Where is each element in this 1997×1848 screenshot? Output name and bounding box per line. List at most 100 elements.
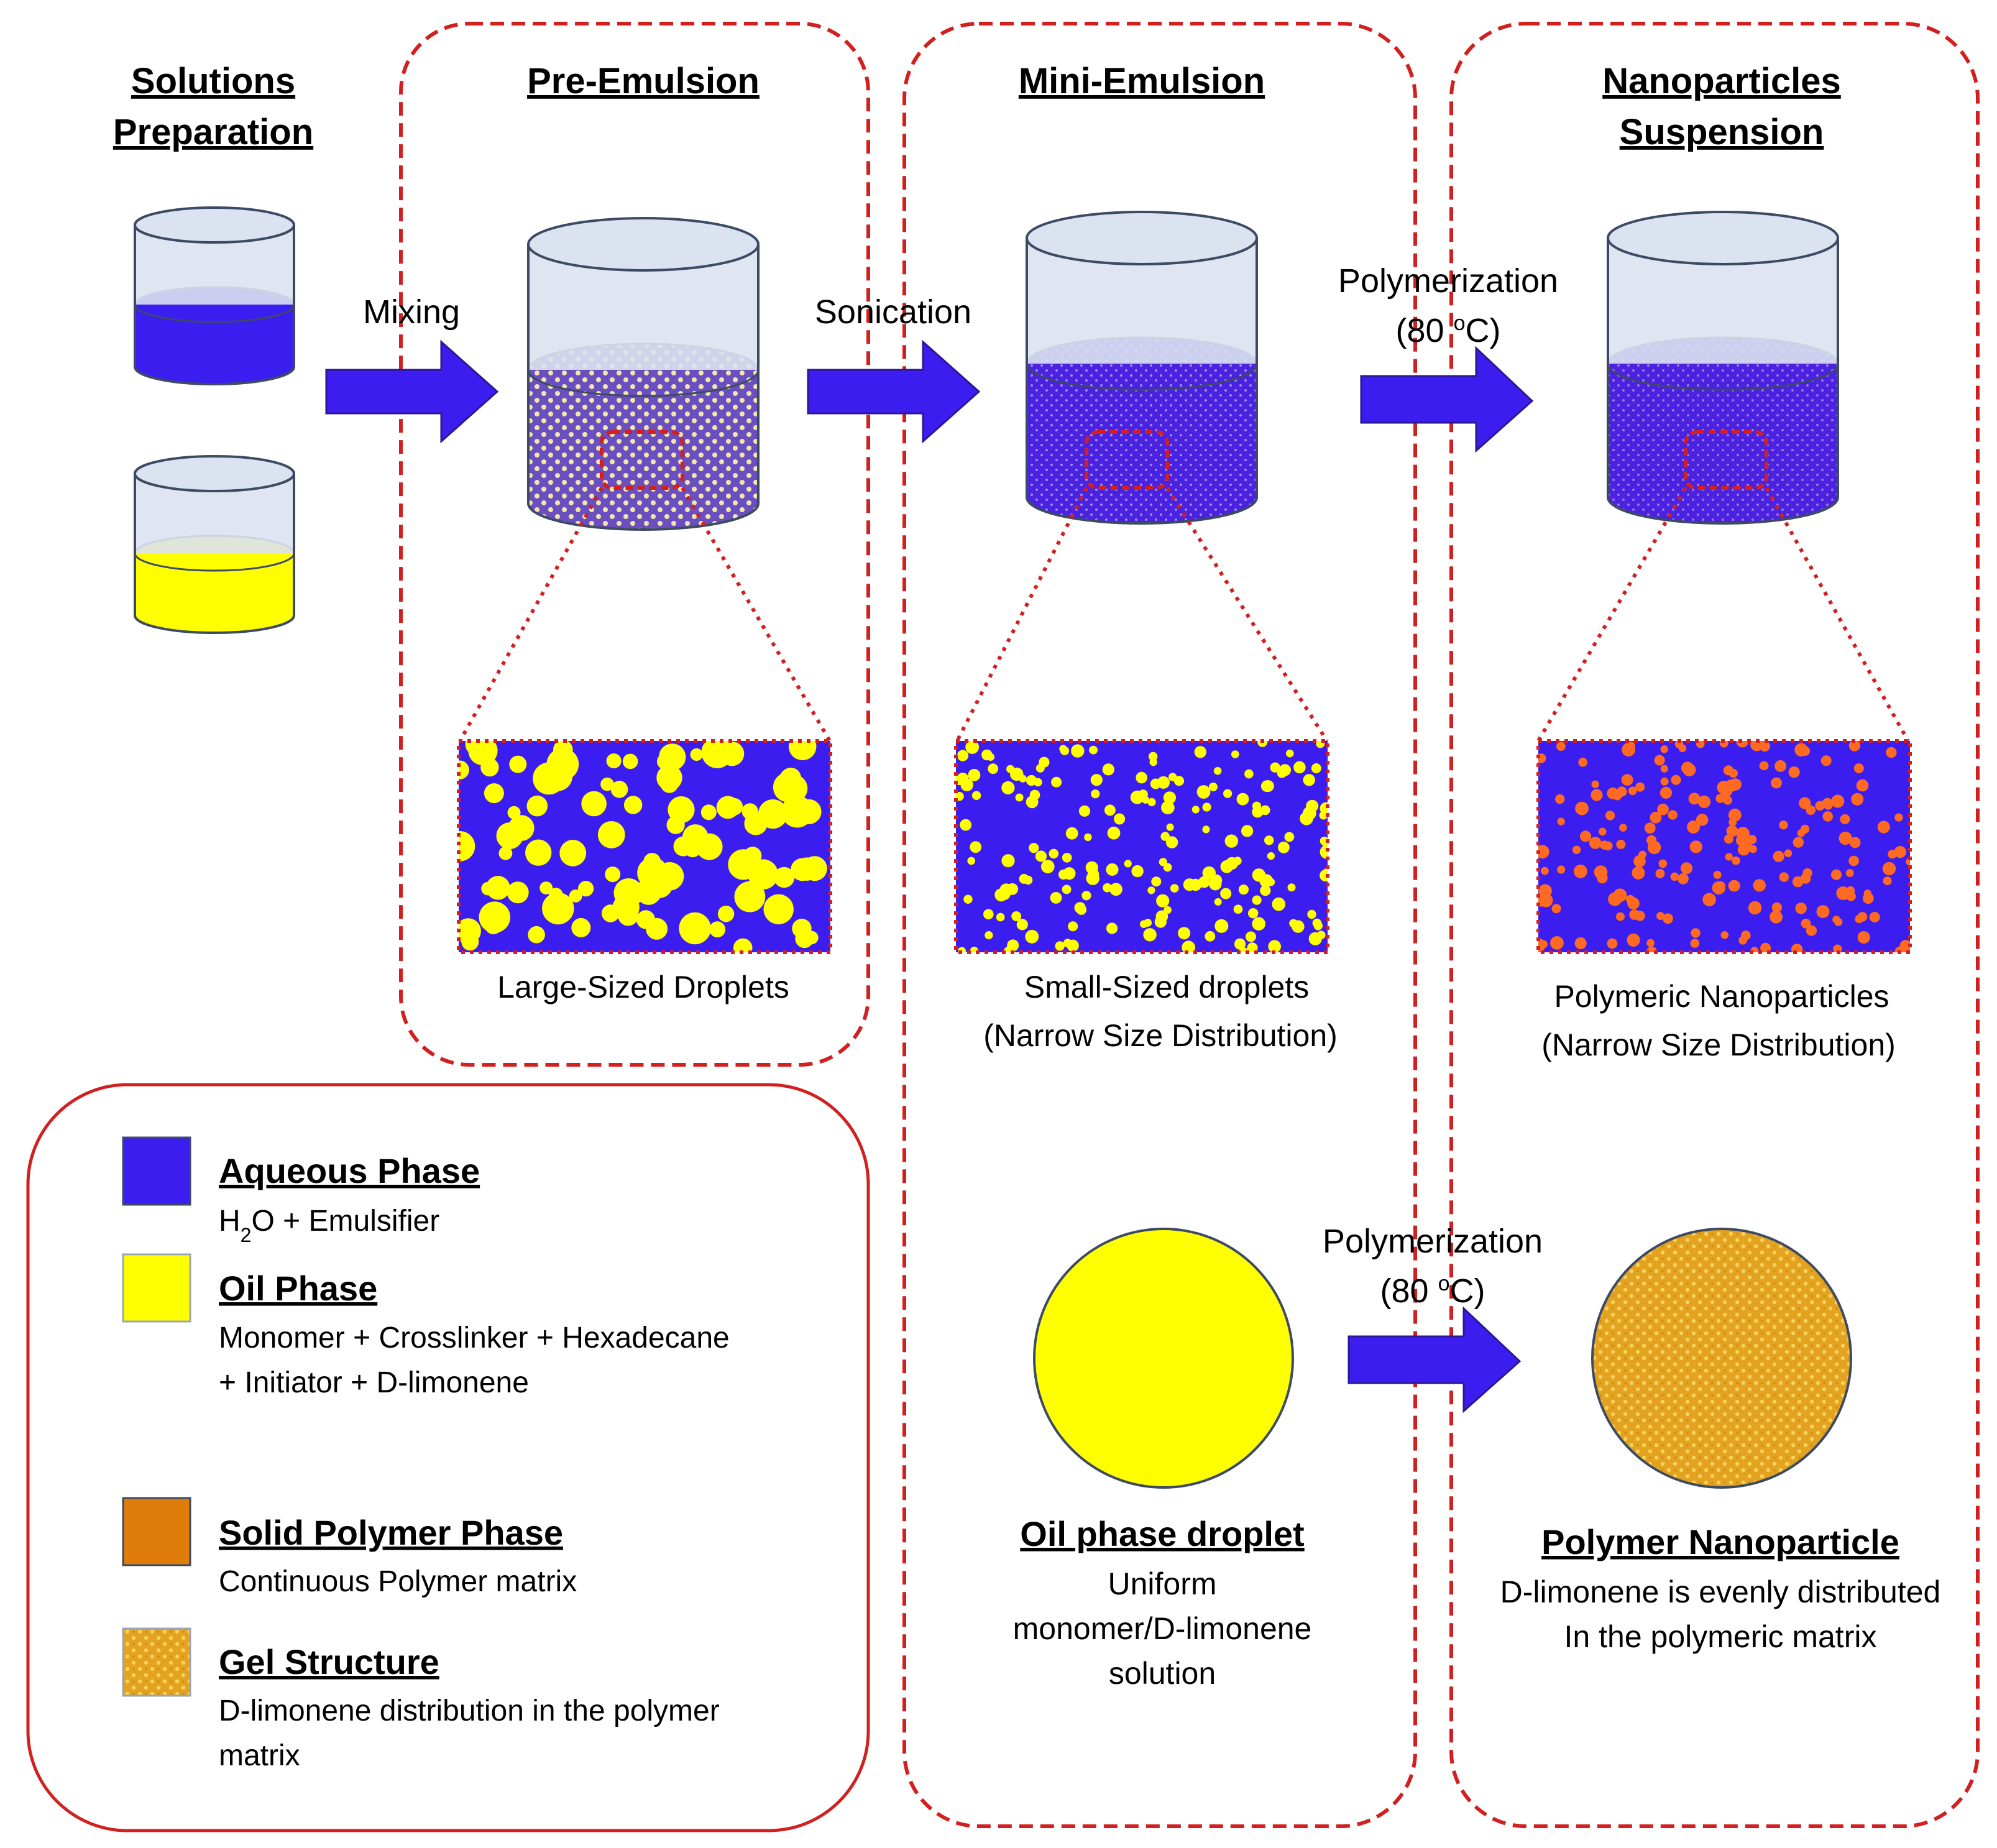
small-droplet [1267,852,1275,860]
polymeric-nanoparticle [1741,931,1751,940]
small-droplet [1308,932,1322,945]
polymeric-nanoparticle [1774,760,1786,772]
polymeric-nanoparticle [1613,888,1627,903]
small-droplet [1107,826,1121,840]
small-droplet [1303,774,1315,786]
large-droplet [622,753,638,770]
small-droplet [1161,801,1175,814]
small-droplet [1270,762,1280,773]
polymeric-nanoparticle [1834,917,1843,926]
small-droplet [1163,791,1176,804]
polymeric-nanoparticle [1830,869,1842,880]
small-droplet [1234,938,1246,950]
small-droplet [1019,873,1029,884]
small-droplet [1247,942,1258,952]
large-droplets-zoom [457,739,832,954]
polymeric-nanoparticle [1612,791,1622,801]
pre-emulsion-beaker [527,217,760,531]
small-droplet [1103,883,1112,893]
small-droplet [1277,768,1287,778]
large-droplet [508,815,535,841]
large-droplet [725,798,743,816]
polymeric-nanoparticle [1580,830,1592,842]
small-droplet [1191,806,1200,814]
large-droplet [733,938,753,952]
polymeric-nanoparticle [1848,855,1859,867]
small-droplet [1320,845,1328,859]
polymeric-nanoparticle [1770,910,1783,924]
polymeric-nanoparticle [1621,774,1633,786]
small-droplet [1168,773,1177,781]
polymeric-nanoparticle [1883,876,1892,886]
polymeric-nanoparticle [1773,850,1784,862]
polymeric-nanoparticle [1691,928,1701,938]
small-droplet [1244,769,1254,779]
small-droplet [1262,780,1274,793]
small-droplet [988,763,999,775]
small-droplet [1051,776,1062,788]
pre-emulsion-panel [399,22,870,1067]
polymeric-nanoparticle [1605,811,1615,821]
small-droplet [1114,813,1126,825]
small-droplet [1055,941,1065,951]
small-droplet [1202,802,1211,812]
large-droplet [717,906,735,922]
polymeric-nanoparticle [1729,778,1742,791]
large-droplet [643,853,661,870]
small-droplet [1194,746,1206,758]
polymeric-nanoparticle [1801,918,1811,929]
small-droplet [1248,908,1259,919]
small-droplet [967,857,975,865]
polymeric-nanoparticle [1753,879,1766,892]
large-droplet [600,777,614,791]
polymeric-nanoparticle [1725,853,1733,861]
large-droplet [696,833,723,860]
small-droplet [1289,919,1298,928]
polymeric-nanoparticle [1619,824,1627,832]
small-droplet [956,775,965,786]
polymeric-nanoparticle [1578,757,1588,767]
polymeric-nanoparticle [1724,834,1733,844]
small-droplet [1170,884,1179,893]
polymeric-nanoparticle [1660,786,1673,799]
polymeric-nanoparticle [1736,834,1748,847]
large-droplet [623,796,643,814]
polymeric-nanoparticle [1687,820,1701,834]
small-droplet [968,769,981,781]
polymeric-nanoparticle [1823,800,1833,810]
small-droplet [1252,801,1262,811]
small-droplet [1089,745,1098,755]
caption-poly-np-1: Polymeric Nanoparticles [1554,979,1889,1014]
polymeric-nanoparticle [1894,846,1906,858]
temperature-open: (80 [1396,312,1454,349]
polymeric-nanoparticle [1749,845,1757,853]
small-droplet [1078,805,1091,817]
legend-solid-desc: Continuous Polymer matrix [219,1565,577,1598]
polymeric-nanoparticle [1791,944,1803,952]
polymeric-nanoparticle [1574,864,1587,878]
polymeric-nanoparticle [1616,912,1625,921]
small-droplet [1164,906,1172,914]
polymeric-nanoparticle [1538,753,1546,763]
small-droplet [1241,825,1254,837]
large-droplet [679,912,711,945]
large-droplet [613,878,643,908]
small-droplet [1106,922,1118,934]
small-droplet [1151,876,1162,887]
polymeric-nanoparticle [1848,741,1861,752]
zoom-marker-mini [1085,430,1169,490]
polymeric-nanoparticle [1670,872,1679,881]
small-droplets-zoom [954,739,1329,954]
large-droplet [788,741,817,761]
large-droplet [660,775,679,793]
small-droplet [1067,939,1079,952]
large-droplet [485,917,502,935]
polymeric-nanoparticle [1632,866,1645,880]
header-nano-line2: Suspension [1620,112,1824,152]
polymeric-nanoparticle [1713,870,1722,879]
aqueous-beaker [134,206,295,385]
large-droplet [779,768,802,790]
small-droplet [1150,778,1161,789]
small-droplet [965,741,980,754]
large-droplet [645,871,673,899]
